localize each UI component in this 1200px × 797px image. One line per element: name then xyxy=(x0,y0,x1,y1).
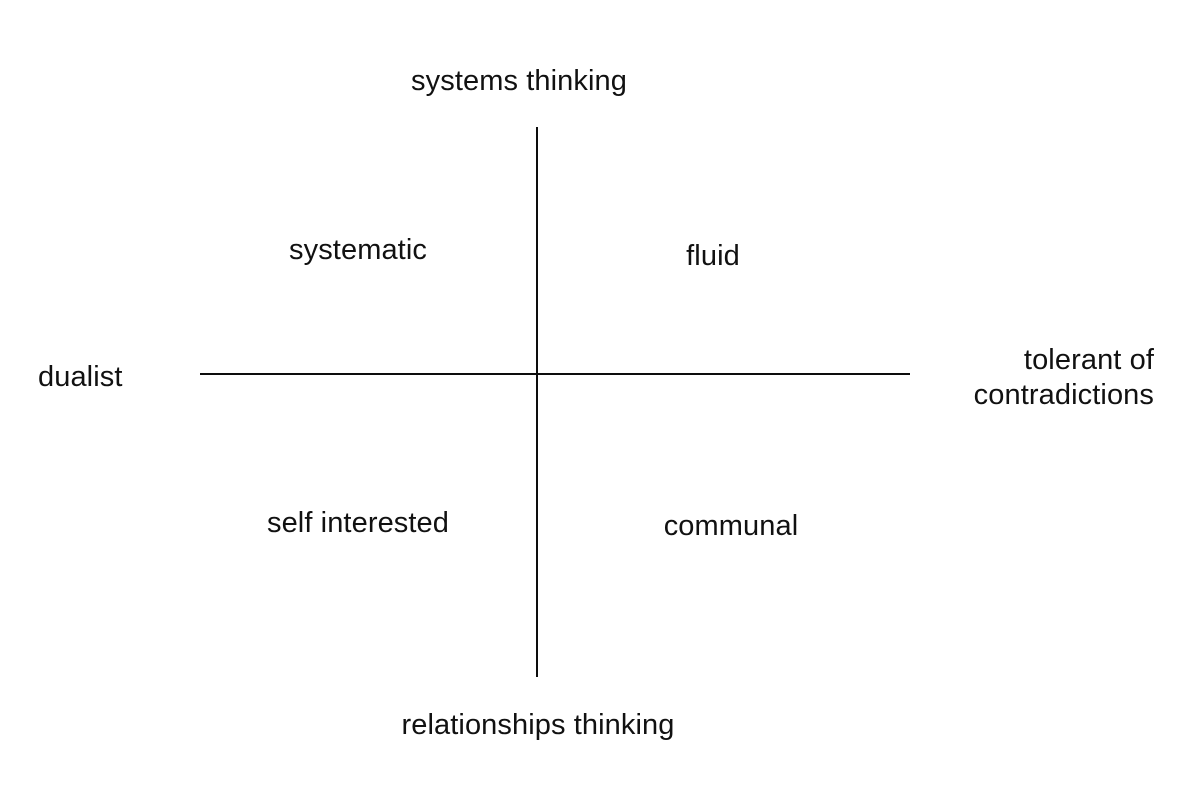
quadrant-label-upper-right: fluid xyxy=(686,239,740,272)
vertical-axis-line xyxy=(536,127,538,677)
axis-label-right-line-2: contradictions xyxy=(973,378,1154,411)
quadrant-label-lower-right: communal xyxy=(663,509,799,542)
quadrant-label-upper-left: systematic xyxy=(289,233,427,266)
horizontal-axis-line xyxy=(200,373,910,375)
axis-label-left: dualist xyxy=(38,361,123,393)
axis-label-right-line-1: tolerant of xyxy=(1023,344,1154,376)
axis-label-bottom: relationships thinking xyxy=(401,709,675,741)
axis-label-right: tolerant of contradictions xyxy=(974,343,1154,413)
quadrant-label-lower-left: self interested xyxy=(266,506,450,539)
axis-label-top: systems thinking xyxy=(411,65,627,97)
